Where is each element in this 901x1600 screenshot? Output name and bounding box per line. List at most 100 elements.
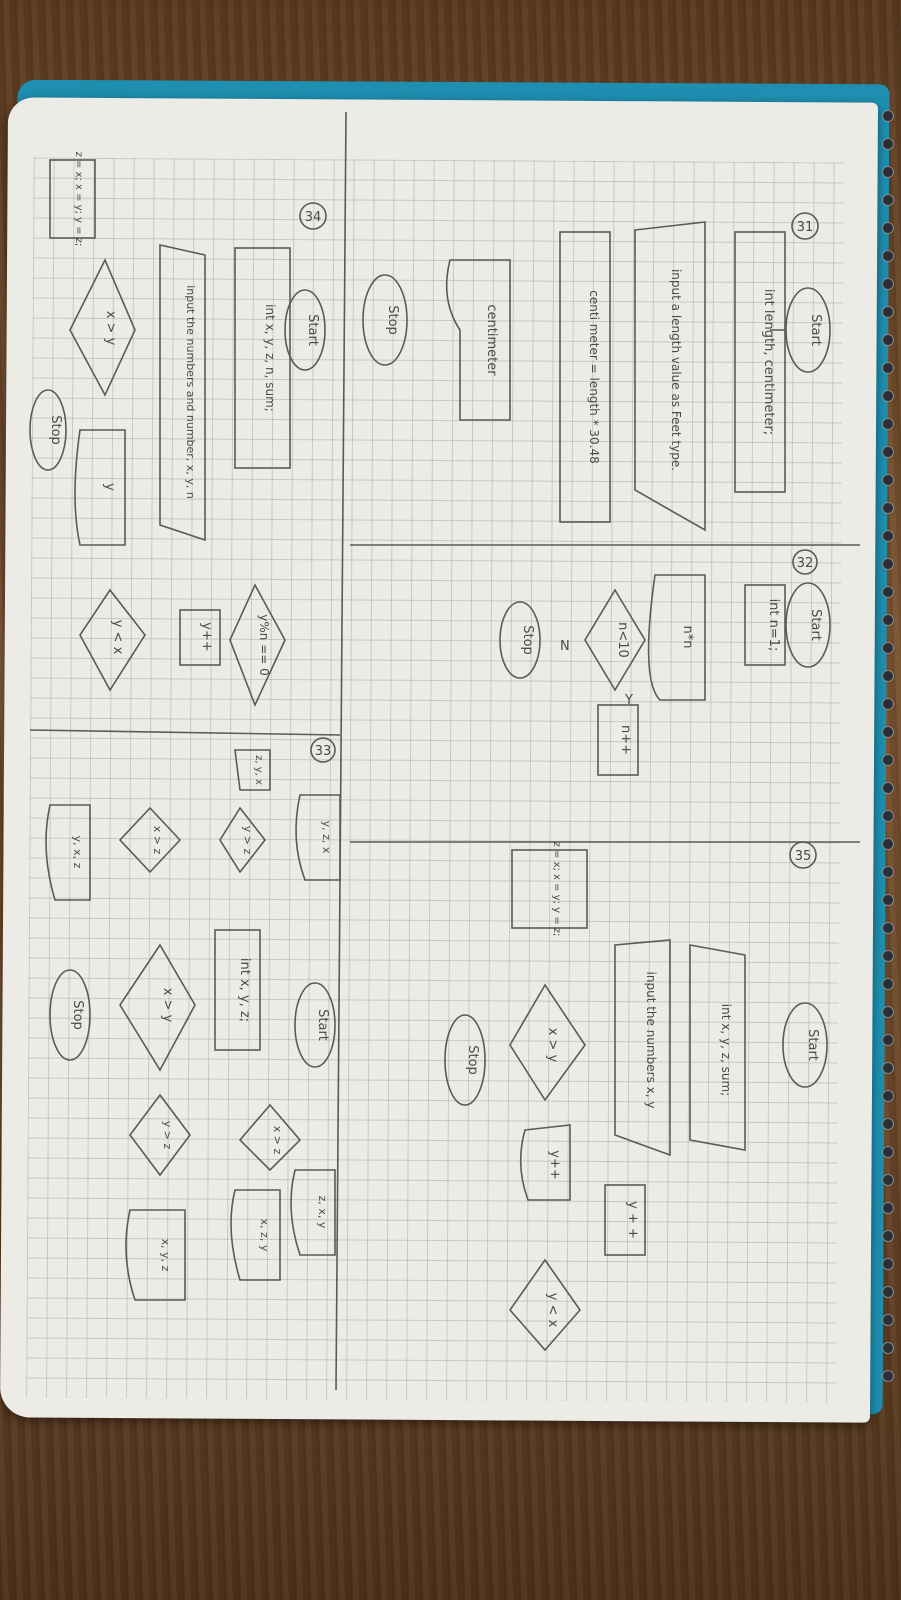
binding-hole [882,614,894,626]
no-mark: N [560,639,570,654]
binding-hole [882,726,894,738]
binding-hole [882,390,894,402]
binding-hole [882,1230,894,1242]
f31-calc: centi meter = length * 30.48 [587,290,601,463]
f33-o3: x, y, z [159,1239,172,1272]
start-35: Start [805,1029,820,1061]
binding-hole [882,222,894,234]
binding-hole [882,1090,894,1102]
f34-assign: z = x; x = y; y = z; [73,152,84,247]
f32-inc: n++ [618,725,633,755]
f34-cond2: y < x [110,620,125,655]
label-32: 32 [797,556,814,571]
f33-decl: int x, y, z; [237,958,252,1022]
binding-hole [882,250,894,262]
stop-34: Stop [48,415,63,445]
binding-hole [882,1286,894,1298]
binding-hole [882,418,894,430]
binding-hole [882,894,894,906]
binding-hole [882,1342,894,1354]
f35-cond1: x > y [545,1028,560,1063]
binding-hole [882,502,894,514]
binding-hole [882,1146,894,1158]
binding-hole [882,110,894,122]
f34-out: y [102,483,117,491]
f34-decl: int x, y, z, n, sum; [263,304,277,412]
f33-cond5: x > z [151,826,164,855]
yes-mark: Y [624,693,633,708]
binding-hole [882,138,894,150]
f33-cond3: y > z [161,1121,174,1150]
f33-o2: x, z, y [258,1219,271,1252]
f33-o1: z, x, y [316,1196,329,1229]
binding-hole [882,362,894,374]
binding-hole [882,278,894,290]
f35-assign: z = x; x = y; y = z; [551,842,562,937]
f35-decl: int x, y, z, sum; [719,1004,733,1096]
f31-decl: int length, centimeter; [761,289,776,435]
start-34: Start [305,314,320,346]
f33-cond2: x > z [271,1126,284,1155]
f31-output: centimeter [484,304,499,376]
binding-hole [882,586,894,598]
f33-cond1: x > y [160,988,175,1023]
binding-hole [882,810,894,822]
f33-o4: y, z, x [320,821,333,854]
f35-out: y++ [547,1150,562,1179]
binding-hole [882,306,894,318]
f33-o5: z, y, x [253,755,264,785]
binding-hole [882,1006,894,1018]
f32-out: n*n [680,626,695,649]
f34-inc: y++ [199,622,214,651]
label-34: 34 [305,210,322,225]
binding-hole [882,698,894,710]
stop-33: Stop [70,1000,85,1030]
binding-hole [882,838,894,850]
stop-35: Stop [465,1045,480,1075]
stop-31: Stop [385,305,400,335]
binding-hole [882,1202,894,1214]
start-33: Start [315,1009,330,1041]
binding-hole [882,1314,894,1326]
start-32: Start [808,609,823,641]
binding-hole [882,1370,894,1382]
binding-hole [882,194,894,206]
binding-hole [882,530,894,542]
spiral-binding [878,110,898,1410]
binding-hole [882,166,894,178]
stop-32: Stop [520,625,535,655]
start-31: Start [808,314,823,346]
binding-hole [882,950,894,962]
binding-hole [882,1118,894,1130]
f35-input: input the numbers x, y [644,972,658,1109]
binding-hole [882,446,894,458]
label-35: 35 [795,849,812,864]
f32-cond: n<10 [615,622,630,658]
f34-input: input the numbers and number, x, y, n [184,285,197,499]
binding-hole [882,866,894,878]
binding-hole [882,1258,894,1270]
f35-cond2: y < x [545,1293,560,1328]
f34-cond3: y%n == 0 [257,614,271,675]
binding-hole [882,922,894,934]
f33-cond4: y > z [241,826,254,855]
binding-hole [882,474,894,486]
f33-o6: y, x, z [71,836,84,869]
binding-hole [882,978,894,990]
binding-hole [882,642,894,654]
binding-hole [882,1174,894,1186]
f31-input: input a length value as Feet type. [669,269,683,471]
f35-inc: y + + [625,1201,640,1239]
f32-decl: int n=1; [766,599,781,652]
f34-cond1: x > y [103,311,118,346]
binding-hole [882,1062,894,1074]
binding-hole [882,754,894,766]
binding-hole [882,670,894,682]
binding-hole [882,1034,894,1046]
binding-hole [882,558,894,570]
label-33: 33 [315,744,332,759]
label-31: 31 [797,220,814,235]
binding-hole [882,334,894,346]
binding-hole [882,782,894,794]
